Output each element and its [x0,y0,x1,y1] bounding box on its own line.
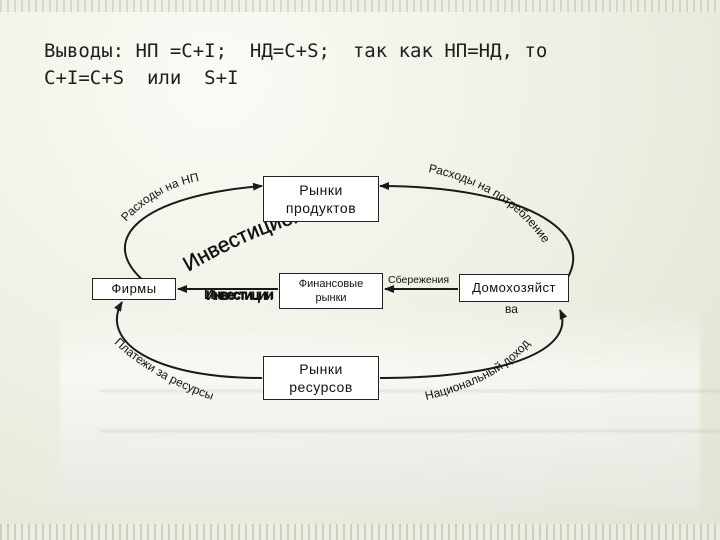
flow-arc-resource-markets-to-households [379,309,568,379]
label-investment: Инвестиционные [0,0,306,276]
top-decorative-strip [0,0,720,12]
node-firms-label: Фирмы [111,281,157,296]
label-national-income: Национальный доход [423,337,532,403]
bottom-decorative-strip [0,524,720,540]
flow-arc-resource-markets-to-firms [114,301,263,379]
label-firm-spending: Расходы на НП [118,170,200,224]
node-households-line2: ва [505,302,518,316]
title-line-2: C+I=C+S или S+I [44,67,239,89]
label-investment-overlap: Инвестиции [204,286,274,302]
node-product-markets-line1: Рынки [299,182,343,198]
node-households-line1: Домохозяйст [472,280,556,295]
node-financial-markets: Финансовые рынки [279,273,383,309]
node-resource-markets: Рынки ресурсов [263,356,379,400]
label-consumer-spending: Расходы на потребление [427,161,553,245]
flow-arc-firms-to-product-markets [124,182,263,283]
label-savings: Сбережения [388,274,449,286]
label-resource-payments: Платежи за ресурсы [112,335,216,403]
node-resource-markets-line1: Рынки [299,361,343,377]
node-product-markets: Рынки продуктов [263,176,379,222]
node-resource-markets-line2: ресурсов [289,379,353,395]
label-investment-overlap-shadow: Инвестиции [206,287,273,303]
node-financial-markets-line2: рынки [315,292,347,304]
title-line-1: Выводы: НП =C+I; НД=C+S; так как НП=НД, … [44,40,548,62]
paper-stack-background [60,300,720,510]
node-households: Домохозяйст [459,274,569,302]
flow-arc-households-to-product-markets [379,182,575,283]
node-product-markets-line2: продуктов [285,200,357,216]
node-financial-markets-line1: Финансовые [298,278,364,290]
node-firms: Фирмы [92,278,176,300]
slide-title: Выводы: НП =C+I; НД=C+S; так как НП=НД, … [44,38,684,92]
